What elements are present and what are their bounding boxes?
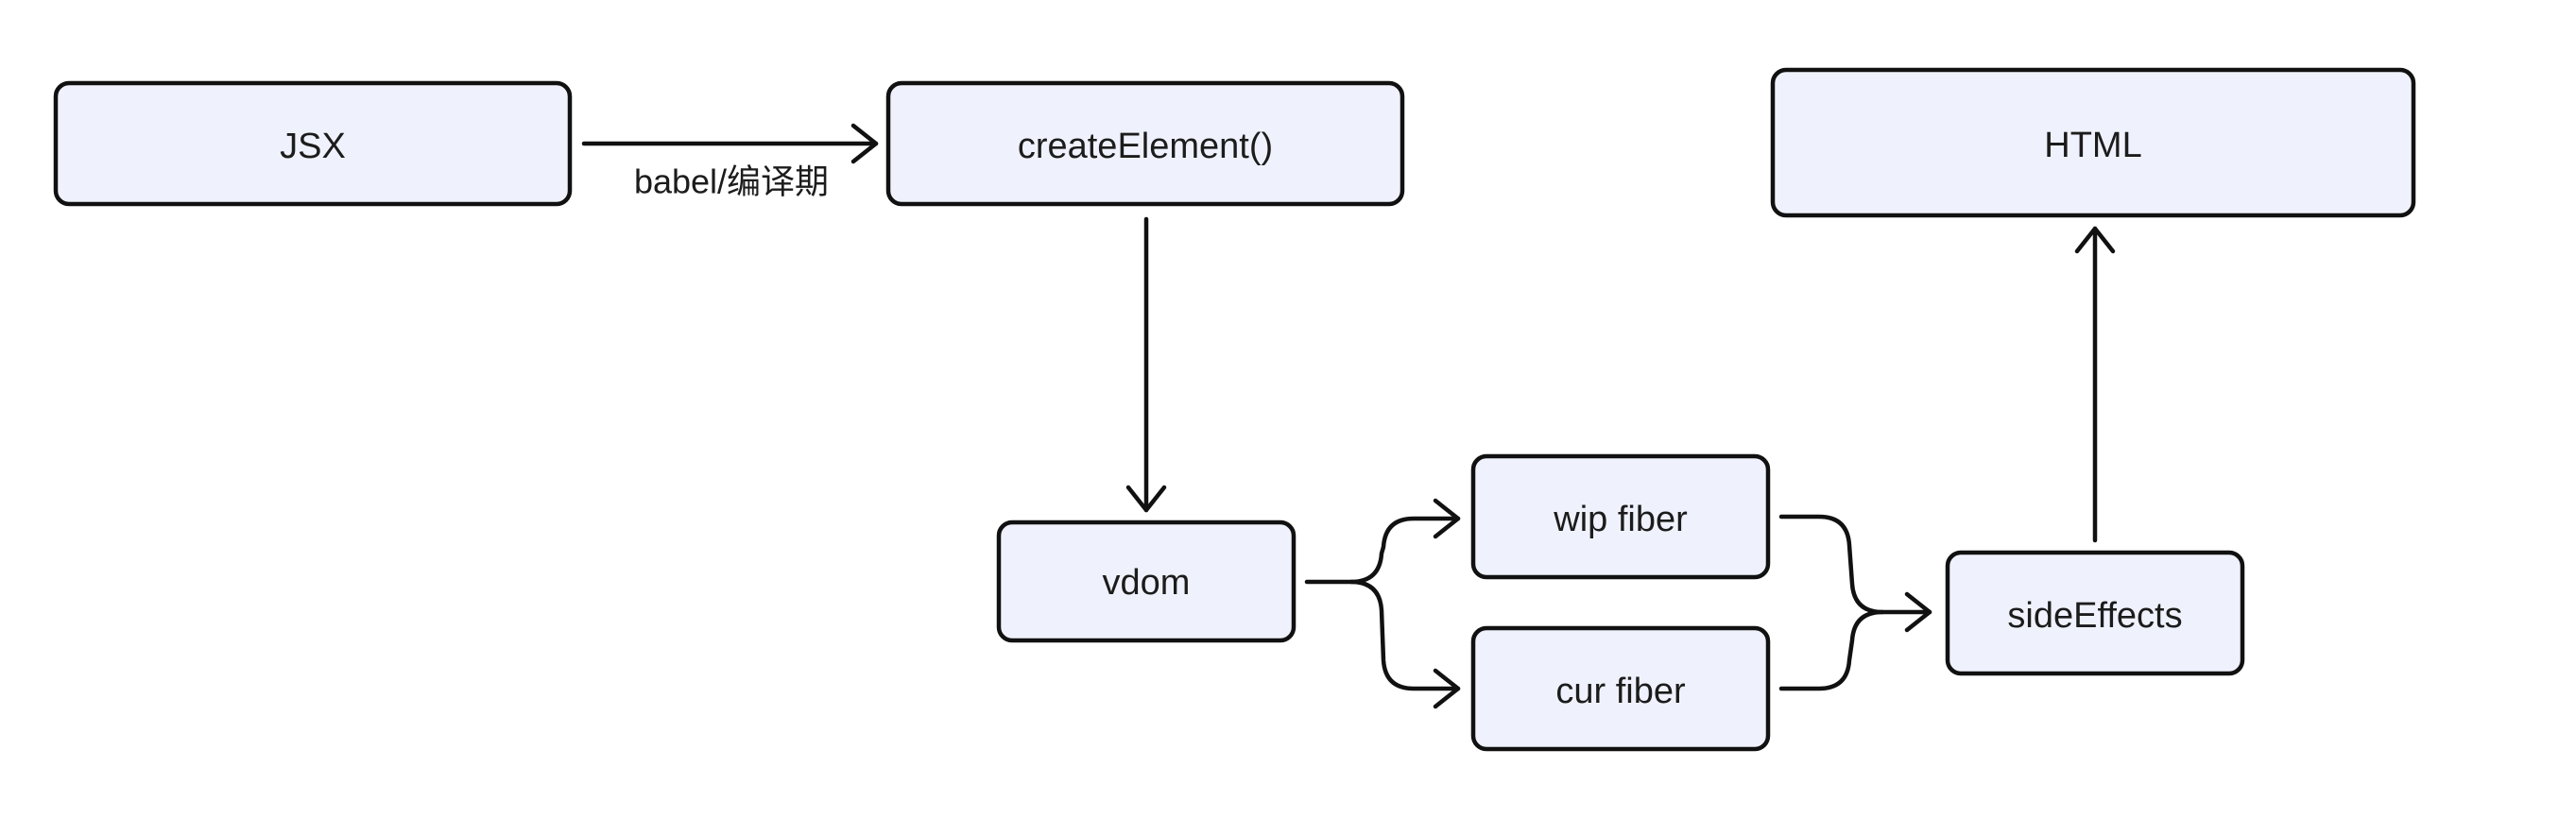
node-jsx[interactable]: JSX [53,80,573,207]
arrowhead-icon [1125,485,1167,513]
node-side-effects-label: sideEffects [2007,596,2182,636]
node-html-box [1770,67,2416,218]
arrowhead-icon [1904,591,1932,633]
node-wip-fiber-label: wip fiber [1553,500,1688,539]
node-cur-fiber[interactable]: cur fiber [1470,625,1771,752]
node-cur-fiber-box [1470,625,1771,752]
node-create-element[interactable]: createElement() [885,80,1405,207]
node-cur-fiber-label: cur fiber [1555,672,1686,711]
node-create-element-box [885,80,1405,207]
node-side-effects-box [1945,550,2245,676]
node-create-element-label: createElement() [1018,127,1273,166]
node-side-effects[interactable]: sideEffects [1945,550,2245,676]
edge-cur-fiber-to-side-effects-line [1778,609,1885,691]
arrowhead-icon [850,123,879,164]
edge-vdom-split [1304,498,1461,709]
node-vdom[interactable]: vdom [996,520,1297,643]
arrowhead-icon [1433,498,1461,539]
edge-side-effects-to-html [2074,226,2116,543]
node-wip-fiber-box [1470,453,1771,580]
edge-create-element-to-vdom [1125,216,1167,513]
node-jsx-box [53,80,573,207]
node-wip-fiber[interactable]: wip fiber [1470,453,1771,580]
edge-wip-fiber-to-side-effects-line [1778,514,1932,615]
edge-vdom-to-wip-fiber-line [1304,516,1461,585]
arrowhead-icon [2074,226,2116,254]
node-vdom-label: vdom [1103,563,1191,603]
node-html[interactable]: HTML [1770,67,2416,218]
node-html-label: HTML [2044,126,2141,165]
node-vdom-box [996,520,1297,643]
edge-label-babel: babel/编译期 [634,162,829,201]
arrowhead-icon [1433,668,1461,709]
node-jsx-label: JSX [280,127,346,166]
edge-jsx-to-create-element: babel/编译期 [581,123,879,201]
edge-fibers-merge [1778,514,1932,691]
edge-vdom-to-cur-fiber-line [1348,579,1461,691]
